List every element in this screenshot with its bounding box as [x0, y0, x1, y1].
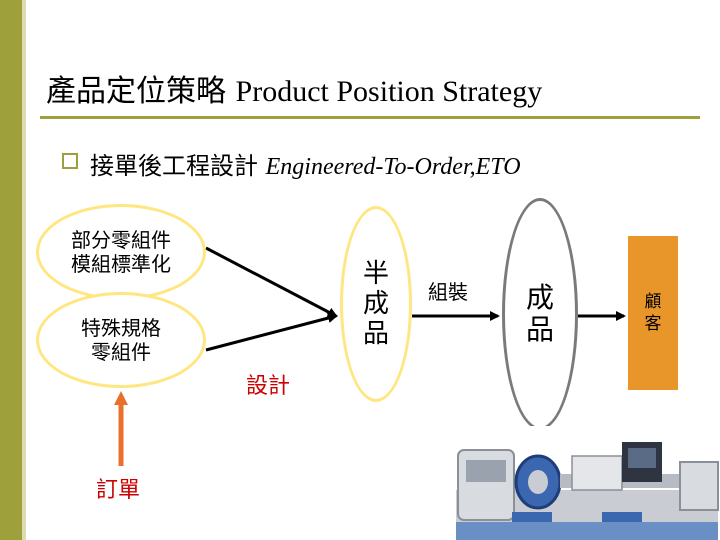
slide-title: 產品定位策略 Product Position Strategy — [46, 66, 542, 110]
node-modular-components: 部分零組件 模組標準化 — [36, 204, 206, 300]
design-label: 設計 — [246, 374, 291, 399]
customer-label: 顧客 — [644, 292, 662, 334]
node-special-line2: 零組件 — [91, 340, 151, 364]
bullet-square-icon — [62, 153, 78, 169]
order-label: 訂單 — [96, 478, 141, 503]
title-chinese: 產品定位策略 — [46, 74, 226, 109]
node-semi-product: 半成品 — [340, 206, 412, 402]
product-label: 成品 — [525, 281, 554, 346]
left-sidebar-bar — [0, 0, 22, 540]
node-special-components: 特殊規格 零組件 — [36, 292, 206, 388]
node-special-line1: 特殊規格 — [81, 316, 161, 340]
lathe-machine-image — [452, 426, 720, 540]
title-underline — [40, 116, 700, 119]
node-product: 成品 — [502, 198, 578, 430]
arrow-modular-to-semi — [205, 246, 338, 318]
bullet-chinese: 接單後工程設計 — [90, 152, 258, 180]
assembly-label: 組裝 — [428, 280, 468, 304]
arrow-special-to-semi — [205, 313, 338, 352]
semi-product-label: 半成品 — [362, 259, 389, 349]
title-english: Product Position Strategy — [235, 75, 543, 108]
node-customer: 顧客 — [628, 236, 678, 390]
sidebar-stripe — [22, 0, 26, 540]
node-modular-line2: 模組標準化 — [71, 252, 171, 276]
bullet-english: Engineered-To-Order,ETO — [265, 154, 521, 180]
bullet-point: 接單後工程設計 Engineered-To-Order,ETO — [90, 146, 521, 181]
node-modular-line1: 部分零組件 — [71, 228, 171, 252]
